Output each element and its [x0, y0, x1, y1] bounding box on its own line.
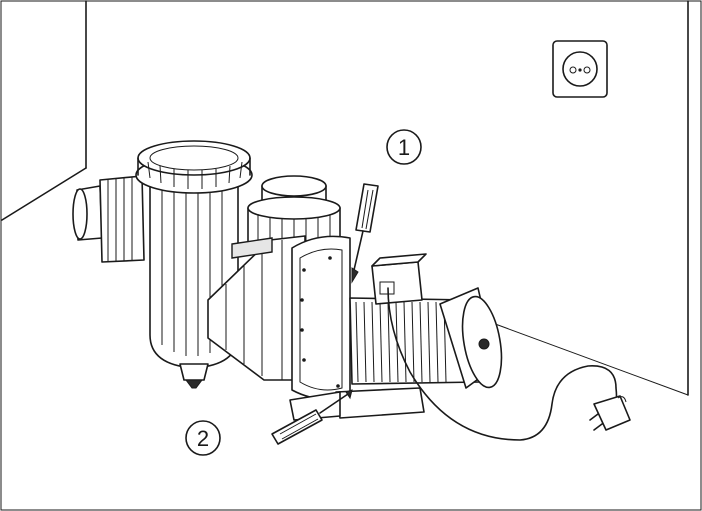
callout-2: 2	[185, 420, 221, 456]
pump-icon	[72, 140, 503, 421]
wall-socket-icon	[552, 40, 608, 98]
power-plug-icon	[589, 395, 631, 431]
callout-2-number: 2	[197, 426, 209, 451]
screwdriver-icon	[351, 183, 379, 284]
callout-1-number: 1	[398, 135, 410, 160]
screwdriver-icon	[271, 389, 353, 445]
callout-1: 1	[386, 129, 422, 165]
power-cable	[387, 287, 618, 441]
